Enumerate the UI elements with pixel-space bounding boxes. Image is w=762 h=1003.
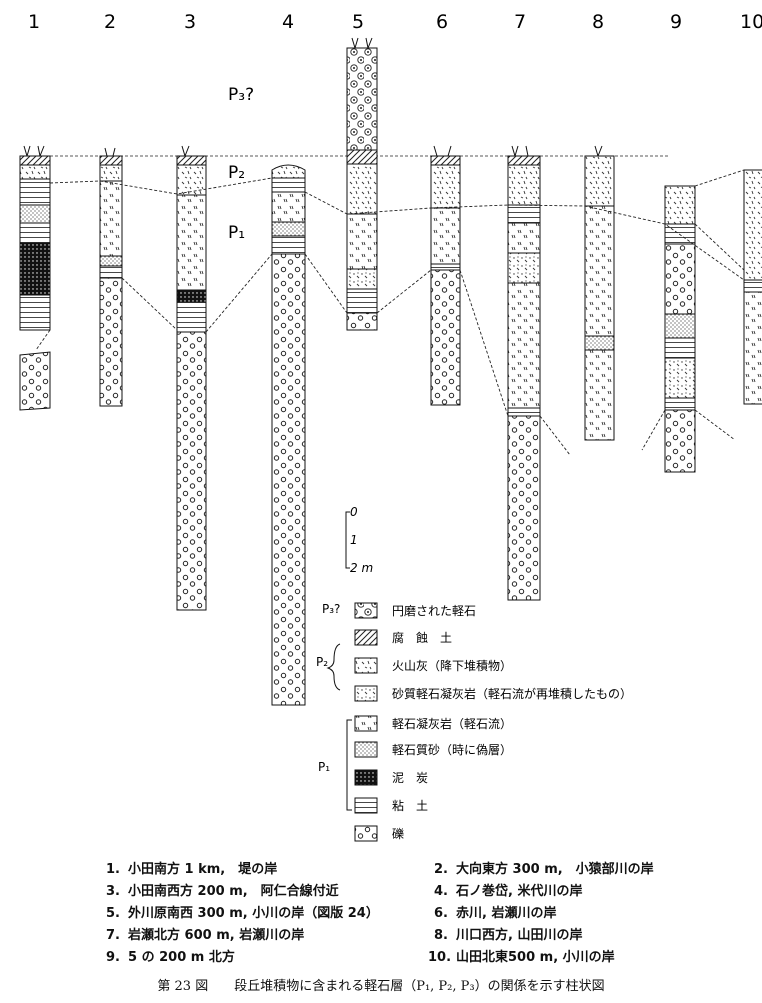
scale-tick: 2 m <box>350 561 373 575</box>
columnar-section-diagram: 1 2 3 4 5 6 7 8 9 10 P₃? P₂ P₁ <box>19 11 762 842</box>
legend-label: 砂質軽石凝灰岩（軽石流が再堆積したもの） <box>392 686 632 701</box>
location-item: 5.外川原南西 300 m, 小川の岸（図版 24） <box>106 906 379 921</box>
column-number: 3 <box>184 11 196 33</box>
scale-tick: 0 <box>350 505 358 519</box>
section-column-3 <box>176 155 207 611</box>
figure-caption: 第 23 図 段丘堆積物に含まれる軽石層（P₁, P₂, P₃）の関係を示す柱状… <box>157 979 605 994</box>
legend-group-p1: P₁ <box>318 760 330 774</box>
section-column-1 <box>19 155 51 411</box>
scale-tick: 1 <box>350 533 358 547</box>
legend-group-p2: P₂ <box>316 655 328 669</box>
section-column-10 <box>743 169 762 405</box>
column-number: 4 <box>282 11 294 33</box>
vegetation-marks <box>23 37 603 157</box>
legend: P₃? P₂ P₁ 円磨された軽石 腐 蝕 土 火山灰（降下堆積物） 砂質軽石凝… <box>316 602 632 842</box>
section-column-6 <box>430 155 461 406</box>
column-number: 1 <box>28 11 40 33</box>
location-item: 6.赤川, 岩瀬川の岸 <box>434 906 557 921</box>
legend-label: 腐 蝕 土 <box>392 630 452 645</box>
section-column-2 <box>99 155 123 407</box>
section-column-9 <box>664 185 696 473</box>
legend-group-p3: P₃? <box>322 602 340 616</box>
unit-label-p2: P₂ <box>228 163 245 183</box>
legend-label: 泥 炭 <box>392 771 428 785</box>
location-item: 3.小田南西方 200 m, 阿仁合線付近 <box>106 884 339 899</box>
unit-label-p3: P₃? <box>228 85 254 105</box>
legend-label: 粘 土 <box>392 798 428 813</box>
location-item: 8.川口西方, 山田川の岸 <box>434 928 583 943</box>
column-number: 10 <box>740 11 762 33</box>
column-number: 9 <box>670 11 682 33</box>
location-item: 9.5 の 200 m 北方 <box>106 950 235 965</box>
legend-label: 礫 <box>392 826 404 841</box>
column-number: 5 <box>352 11 364 33</box>
location-item: 1.小田南方 1 km, 堤の岸 <box>106 862 278 877</box>
section-column-7 <box>507 155 541 601</box>
column-numbers: 1 2 3 4 5 6 7 8 9 10 <box>28 11 762 33</box>
legend-label: 火山灰（降下堆積物） <box>392 658 512 673</box>
legend-label: 軽石質砂（時に偽層） <box>392 742 512 757</box>
location-item: 2.大向東方 300 m, 小猿部川の岸 <box>434 862 654 877</box>
unit-label-p1: P₁ <box>228 223 245 243</box>
location-item: 4.石ノ巻岱, 米代川の岸 <box>434 884 583 899</box>
location-item: 7.岩瀬北方 600 m, 岩瀬川の岸 <box>106 928 305 943</box>
section-column-5 <box>346 47 378 331</box>
legend-label: 軽石凝灰岩（軽石流） <box>392 716 512 731</box>
location-item: 10.山田北東500 m, 小川の岸 <box>428 950 615 965</box>
scale-bar: 0 1 2 m <box>345 505 373 575</box>
column-number: 2 <box>104 11 116 33</box>
section-column-4 <box>271 164 306 706</box>
correlation-lines <box>35 169 745 456</box>
column-number: 6 <box>436 11 448 33</box>
legend-label: 円磨された軽石 <box>392 604 476 618</box>
section-column-8 <box>584 155 615 441</box>
column-number: 7 <box>514 11 526 33</box>
column-number: 8 <box>592 11 604 33</box>
